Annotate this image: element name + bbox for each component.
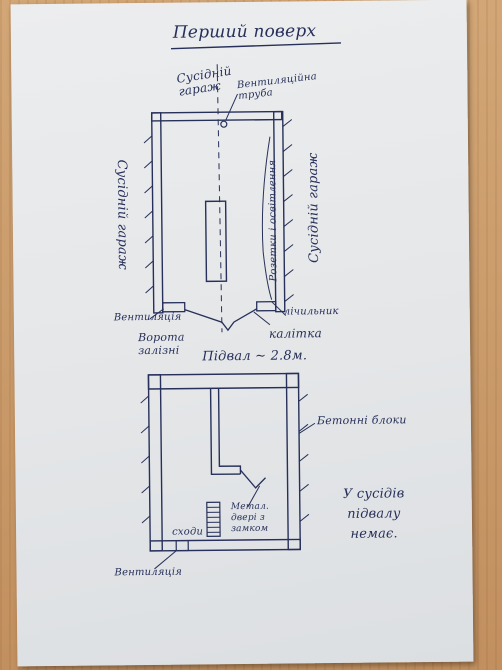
basement-right-wall [285, 372, 301, 551]
floor-plan-sketch [140, 42, 341, 570]
vent-left-label: Вентиляція [113, 311, 182, 324]
gate-label: Ворота залізні [137, 330, 185, 358]
wicket-label: калітка [268, 326, 322, 341]
center-dashed-line [216, 64, 223, 333]
basement-partition-inner [217, 388, 242, 475]
right-outer-hatching [282, 119, 294, 302]
basement-top-wall [147, 372, 300, 390]
basement-partition [209, 388, 241, 476]
stair-steps [206, 506, 221, 533]
basement-vent [175, 539, 189, 552]
ground-left-wall [150, 112, 164, 314]
gate-leaves [184, 308, 258, 332]
left-outer-hatching [143, 135, 154, 294]
ground-top-wall [150, 110, 283, 122]
wiring-line [261, 136, 273, 300]
basement-vent-label: Вентиляція [114, 566, 183, 579]
meter-label: лічильник [283, 305, 339, 318]
left-neighbor-label: Сусідній гараж [113, 159, 131, 271]
sockets-label: Розетки і освітлення [267, 159, 280, 282]
ground-right-wall [272, 110, 286, 313]
basement-plan [140, 372, 316, 570]
door-pointer [247, 485, 261, 508]
blocks-pointer [298, 422, 316, 434]
door-swing [239, 469, 266, 489]
vent-pipe-mark [220, 120, 228, 128]
door-label: Метал. двері з замком [230, 501, 270, 535]
basement-bottom-wall [149, 538, 301, 552]
paper-sheet: Перший поверх Сусідній гараж Вентиляційн… [10, 0, 474, 667]
inspection-pit [204, 200, 228, 283]
basement-left-wall [147, 374, 163, 552]
stairs-label: сходи [172, 526, 204, 538]
neighbor-note: У сусідів підвалу немає. [342, 486, 405, 542]
gate-pillar-left [162, 301, 186, 313]
wicket-pointer [253, 311, 271, 326]
vent-pipe-arrow [225, 93, 238, 121]
page-title: Перший поверх [172, 21, 317, 43]
right-neighbor-label: Сусідній гараж [305, 152, 322, 264]
meter-pointer [271, 301, 287, 316]
basement-right-hatching [298, 393, 310, 522]
title-underline [170, 42, 341, 50]
ground-floor-plan [143, 64, 294, 333]
vent-left-pointer [149, 308, 165, 320]
basement-vent-pointer [154, 550, 177, 570]
basement-title: Підвал ~ 2.8м. [202, 348, 308, 365]
basement-stairs [206, 501, 221, 537]
basement-left-hatching [140, 395, 151, 524]
blocks-label: Бетонні блоки [316, 413, 407, 428]
